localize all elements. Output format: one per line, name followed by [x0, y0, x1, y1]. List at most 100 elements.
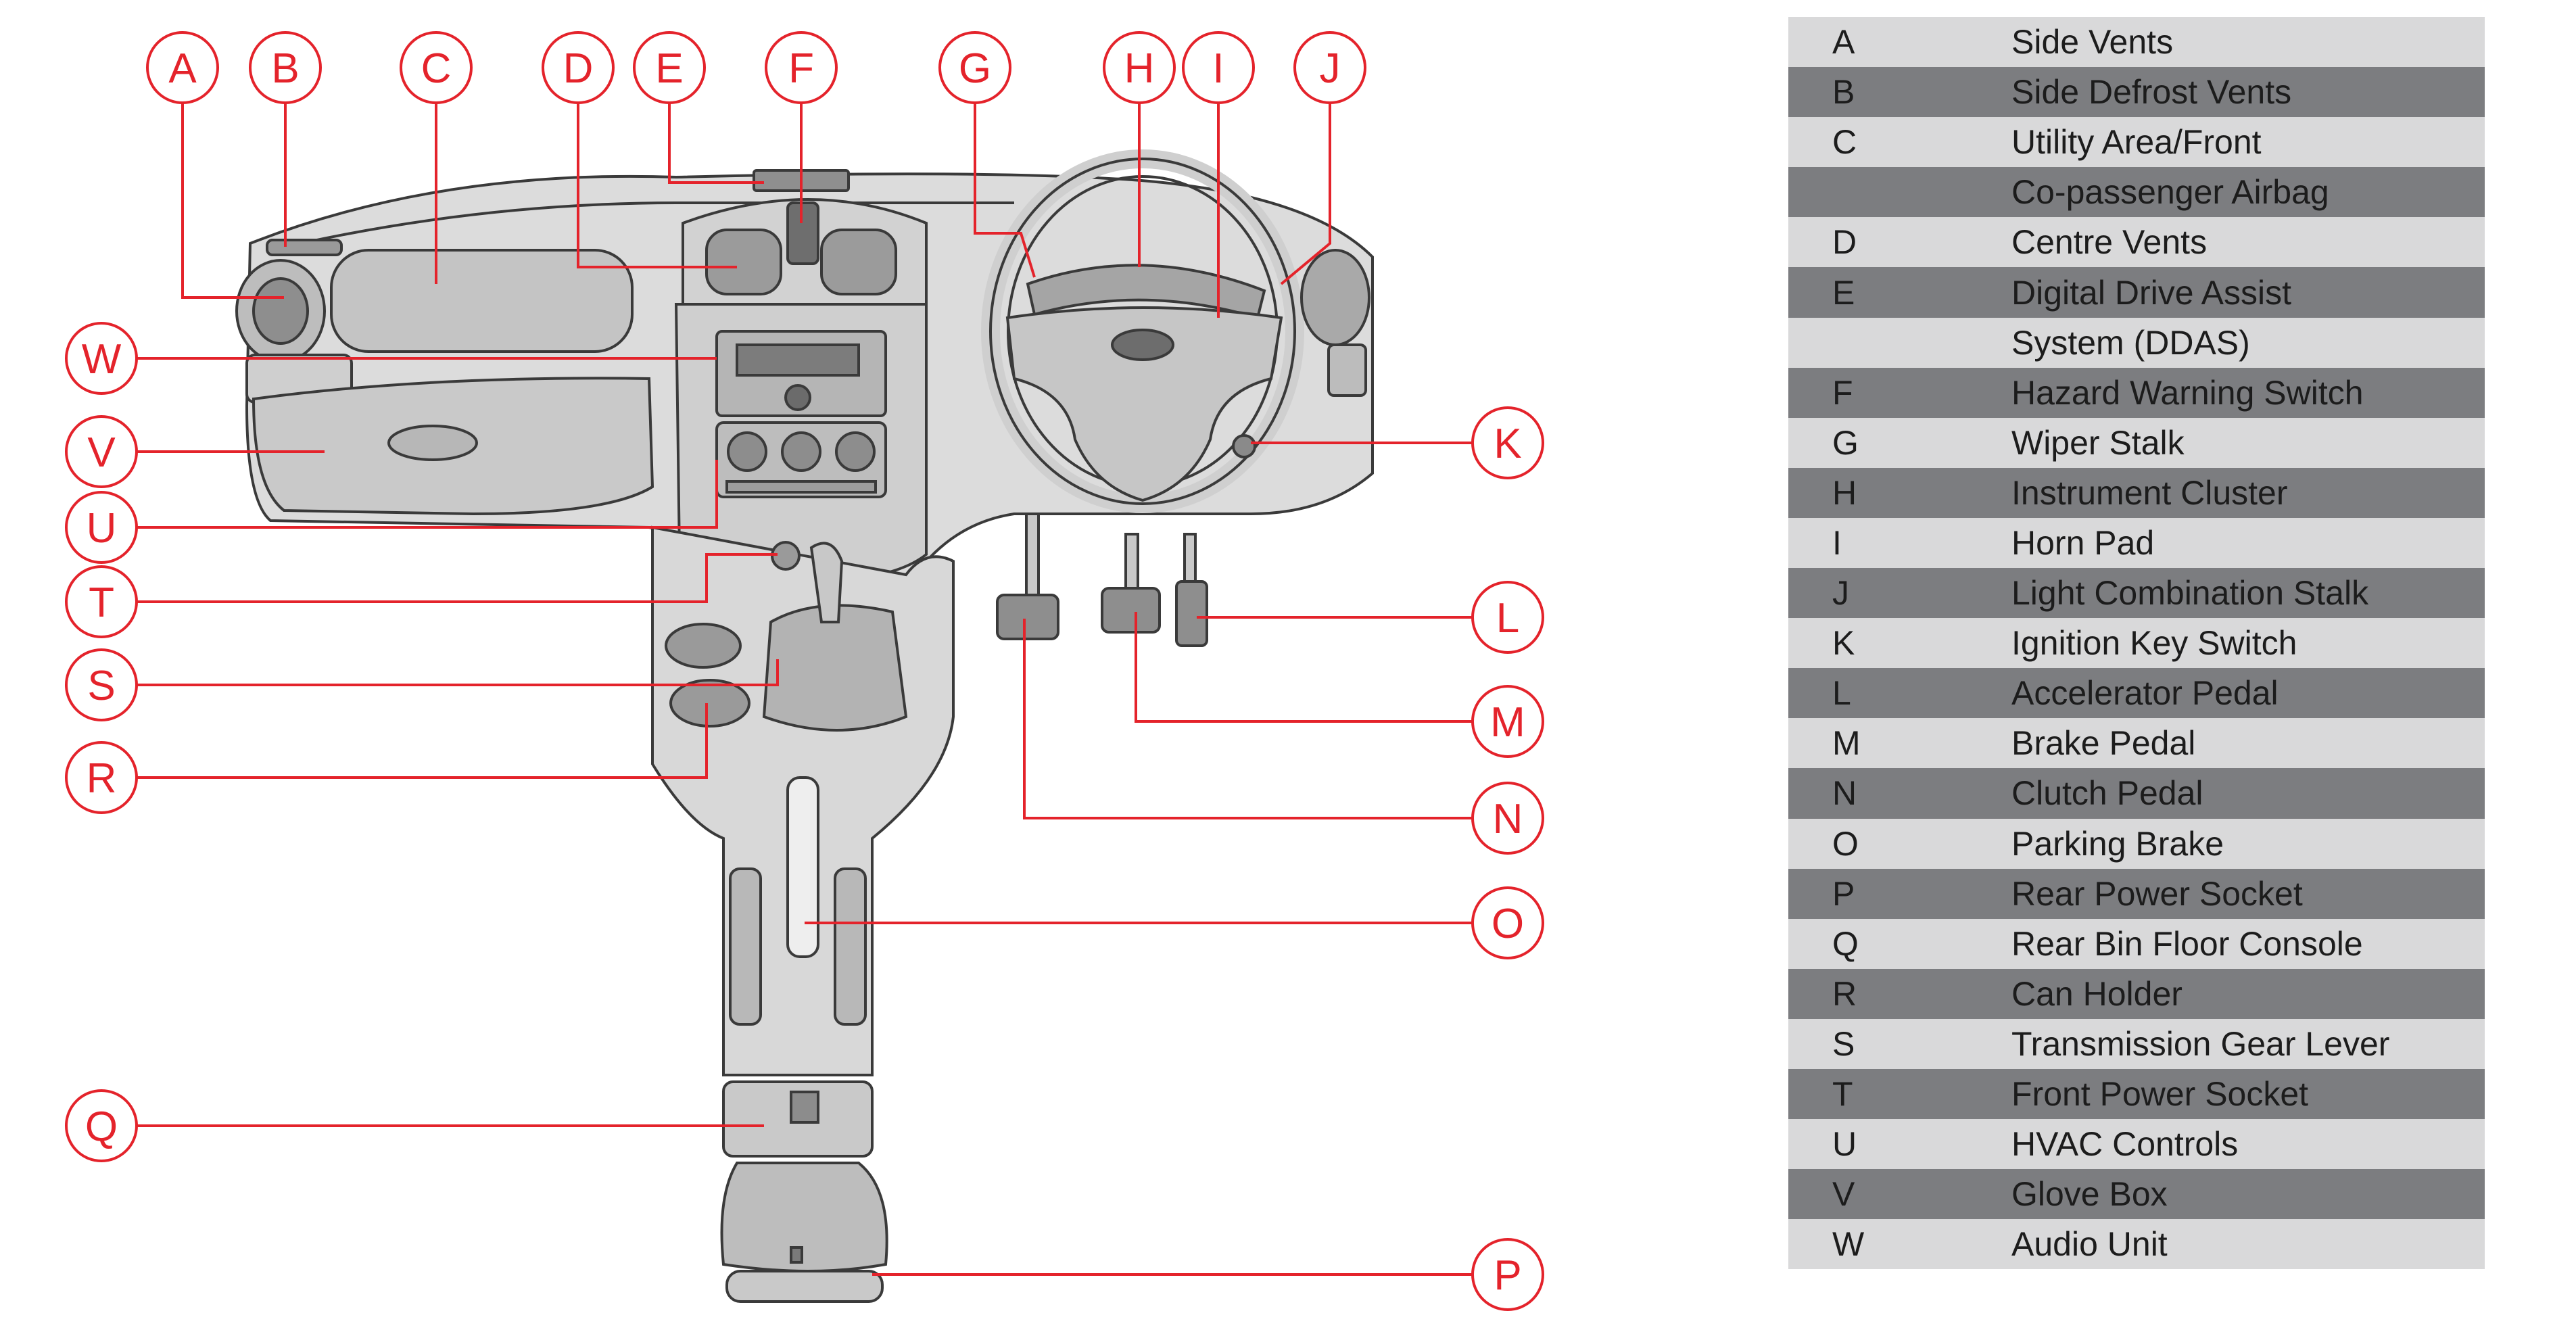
legend-key: N	[1832, 774, 1857, 813]
callout-r: R	[65, 741, 138, 814]
can-holder-2	[669, 679, 750, 728]
callout-n: N	[1471, 782, 1544, 855]
callout-circle	[542, 31, 615, 104]
callout-circle	[1293, 31, 1366, 104]
hazard-switch	[786, 201, 819, 265]
callout-u: U	[65, 491, 138, 564]
leader-j	[1280, 95, 1331, 285]
callout-letter: J	[1320, 45, 1341, 92]
legend-label: Rear Bin Floor Console	[2011, 924, 2363, 963]
centre-vent-right	[820, 229, 897, 295]
callout-letter: T	[89, 579, 114, 626]
callout-circle	[1471, 1238, 1544, 1311]
callout-f: F	[765, 31, 838, 104]
clutch-pedal-arm	[1025, 513, 1040, 603]
leader-e	[668, 95, 764, 184]
leader-g	[974, 95, 1036, 278]
callout-g: G	[938, 31, 1011, 104]
side-defrost-vent-left	[266, 239, 343, 256]
legend-key: H	[1832, 473, 1857, 512]
callout-letter: N	[1493, 796, 1523, 842]
callout-q: Q	[65, 1089, 138, 1162]
gear-boot	[762, 604, 908, 732]
mirror-switch	[1327, 343, 1367, 397]
callout-letter: C	[421, 45, 452, 92]
callout-letter: F	[788, 45, 814, 92]
instrument-cluster	[1026, 264, 1266, 320]
legend-key: C	[1832, 123, 1857, 162]
leader-d	[577, 95, 737, 268]
can-holder-1	[665, 623, 742, 669]
legend-key: E	[1832, 273, 1855, 312]
legend-key: M	[1832, 724, 1861, 763]
callout-e: E	[633, 31, 706, 104]
callout-o: O	[1471, 886, 1544, 959]
legend-key: B	[1832, 73, 1855, 112]
callout-circle	[65, 741, 138, 814]
callout-a: A	[146, 31, 219, 104]
ignition-switch	[1232, 434, 1256, 458]
callout-letter: E	[655, 45, 683, 92]
callout-letter: L	[1496, 595, 1519, 642]
callout-circle	[146, 31, 219, 104]
callout-h: H	[1103, 31, 1176, 104]
callout-circle	[249, 31, 322, 104]
rear-power-socket	[790, 1246, 803, 1264]
legend-row: M Brake Pedal	[1788, 718, 2485, 769]
callout-circle	[1471, 581, 1544, 654]
callout-circle	[65, 648, 138, 721]
dashboard-top-rim	[270, 201, 1014, 252]
callout-letter: S	[87, 663, 115, 709]
legend-key: A	[1832, 23, 1855, 62]
leader-t	[135, 553, 778, 603]
legend-row: Co-passenger Airbag	[1788, 167, 2485, 218]
legend-key: P	[1832, 874, 1855, 913]
legend-label: Hazard Warning Switch	[2011, 373, 2364, 412]
legend-key: I	[1832, 523, 1842, 562]
gear-lever	[809, 542, 844, 623]
callout-letter: I	[1212, 45, 1224, 92]
legend-label: Brake Pedal	[2011, 724, 2196, 763]
legend-key: J	[1832, 574, 1849, 613]
callout-letter: R	[87, 755, 117, 802]
callout-d: D	[542, 31, 615, 104]
callout-letter: M	[1490, 699, 1525, 746]
glove-box-handle	[387, 425, 478, 461]
legend-row: System (DDAS)	[1788, 317, 2485, 368]
legend-key: T	[1832, 1075, 1853, 1114]
leader-a	[181, 95, 284, 299]
callout-s: S	[65, 648, 138, 721]
callout-i: I	[1182, 31, 1255, 104]
callout-p: P	[1471, 1238, 1544, 1311]
callout-circle	[1471, 685, 1544, 758]
legend-label: Horn Pad	[2011, 523, 2155, 562]
callout-letter: B	[271, 45, 299, 92]
callout-j: J	[1293, 31, 1366, 104]
legend-key: V	[1832, 1175, 1855, 1214]
callout-circle	[400, 31, 473, 104]
legend-label: Can Holder	[2011, 974, 2183, 1013]
legend-key: L	[1832, 674, 1851, 713]
legend-label: Wiper Stalk	[2011, 423, 2185, 462]
horn-pad	[1005, 306, 1283, 502]
legend-label: HVAC Controls	[2011, 1125, 2239, 1164]
callout-circle	[1471, 406, 1544, 479]
callout-letter: A	[168, 45, 197, 92]
